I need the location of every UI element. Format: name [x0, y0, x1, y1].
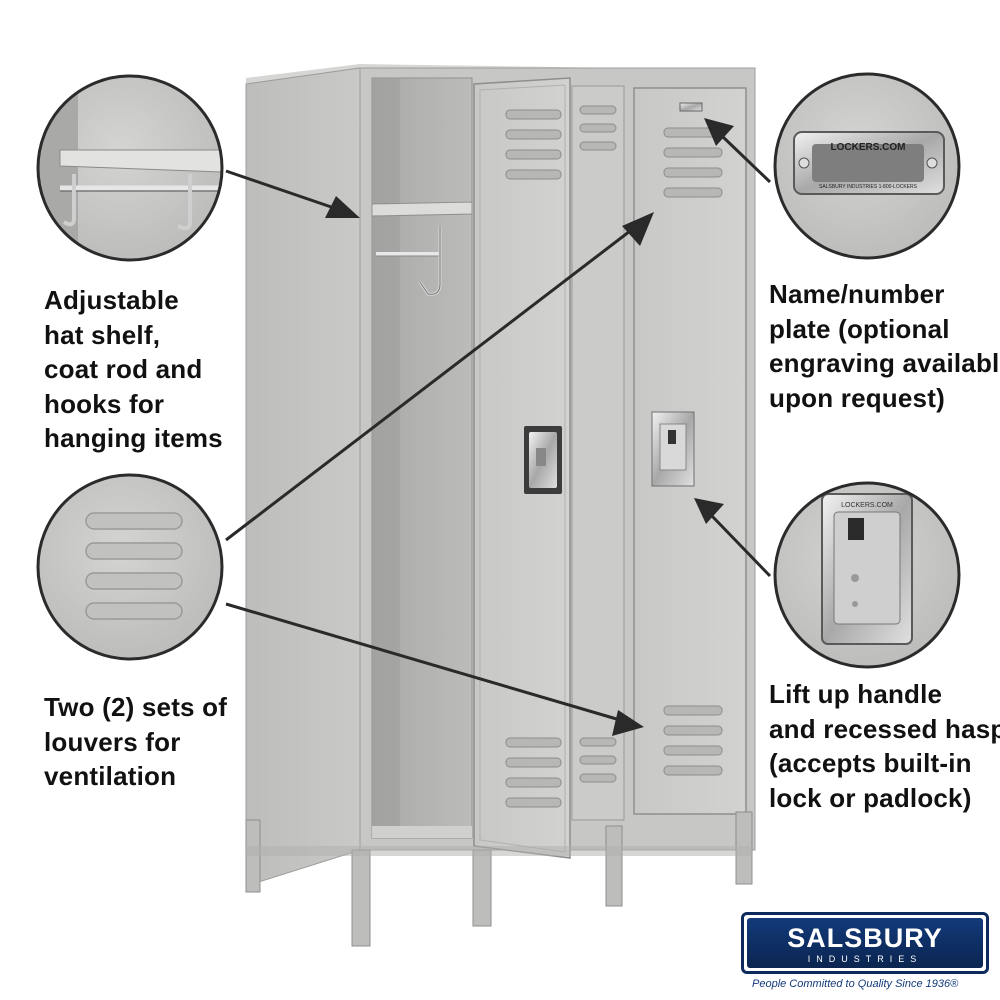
callout-line: and recessed hasp: [769, 713, 1000, 744]
locker-side-panel: [245, 67, 361, 887]
logo-subtitle: INDUSTRIES: [807, 954, 923, 964]
callout-line: hat shelf,: [44, 319, 161, 350]
callout-line: lock or padlock): [769, 782, 972, 813]
zoom-circle-louvers: [36, 473, 224, 661]
callout-line: ventilation: [44, 761, 177, 791]
callout-shelf: Adjustable hat shelf, coat rod and hooks…: [44, 283, 223, 456]
number-plate: [679, 102, 703, 112]
callout-louvers: Two (2) sets of louvers for ventilation: [44, 690, 227, 794]
callout-line: Lift up handle: [769, 679, 943, 709]
open-door-handle: [524, 426, 562, 494]
callout-line: coat rod and: [44, 354, 203, 384]
callout-line: Name/number: [769, 279, 945, 309]
plate-text-bottom: SALSBURY INDUSTRIES 1-800-LOCKERS: [819, 184, 918, 190]
callout-handle: Lift up handle and recessed hasp (accept…: [769, 677, 1000, 815]
louvers-closed-door-bottom: [663, 705, 723, 776]
louvers-open-door-bottom: [505, 737, 562, 808]
callout-line: hanging items: [44, 423, 223, 453]
callout-line: Adjustable: [44, 285, 179, 315]
callout-arrows: [225, 118, 772, 736]
zoom-circle-hasp: LOCKERS.COM: [773, 481, 961, 669]
logo-tagline: People Committed to Quality Since 1936®: [752, 978, 959, 990]
callout-line: engraving available: [769, 348, 1000, 378]
hasp-text: LOCKERS.COM: [841, 502, 893, 509]
louvers-open-door-top: [505, 109, 562, 180]
hat-shelf: [371, 201, 473, 217]
callout-line: hooks for: [44, 388, 165, 419]
callout-line: (accepts built-in: [769, 748, 972, 778]
logo-brand: SALSBURY: [787, 923, 943, 953]
callout-line: plate (optional: [769, 313, 950, 344]
zoom-circle-shelf: [36, 74, 224, 262]
callout-line: louvers for: [44, 726, 181, 757]
plate-text-top: LOCKERS.COM: [831, 142, 906, 153]
logo-badge: SALSBURY INDUSTRIES: [747, 918, 983, 968]
recessed-hasp: [651, 411, 695, 487]
salsbury-logo: SALSBURY INDUSTRIES: [741, 912, 989, 974]
locker-unit: [245, 64, 756, 947]
open-locker-door: [473, 77, 571, 859]
callout-line: Two (2) sets of: [44, 692, 228, 722]
callout-line: upon request): [769, 382, 945, 413]
zoom-circle-plate: LOCKERS.COM SALSBURY INDUSTRIES 1-800-LO…: [773, 72, 961, 260]
callout-plate: Name/number plate (optional engraving av…: [769, 277, 1000, 415]
